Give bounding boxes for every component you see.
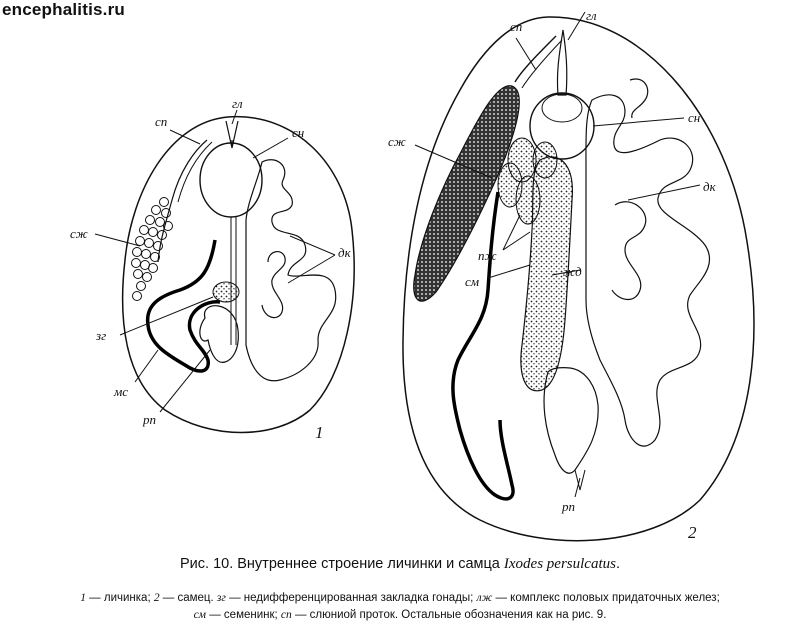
larva-rectal-sac [199,305,239,363]
caption-prefix: Рис. 10. Внутреннее строение личинки и с… [179,556,504,572]
male-rectal-sac [543,367,599,474]
tick-anatomy-figure: сп гл сн сж дк зг мс рп 1 [70,8,755,542]
legend-line-1: 1 — личинка; 2 — самец. зг — недифференц… [0,590,800,607]
larva-midgut [245,159,337,382]
legend-abbr-lzh: лж [476,592,493,604]
male-testis [520,156,573,392]
label-male-zhd: жд [563,264,582,279]
larva-thick-tube [145,239,221,373]
label-larva-szh: сж [70,226,88,241]
label-male-rp: рп [561,499,575,514]
legend-text: — комплекс половых придаточных желез; [492,592,720,604]
label-male-sp: сп [510,19,522,34]
legend-text: — личинка; [85,592,154,604]
caption-species: Ixodes persulcatus [503,556,616,572]
label-larva-dk: дк [338,245,352,260]
male-pharynx [556,29,568,96]
legend-num-1: 1 [80,592,86,604]
male-drawing [402,11,755,542]
label-male-szh: сж [388,134,406,149]
legend-line-2: см — семенинк; сп — слюниой проток. Оста… [0,607,800,624]
label-larva-ms: мс [113,384,128,399]
caption-suffix: . [615,556,620,572]
larva-gonad [212,281,240,303]
larva-salivary-gland [131,197,173,301]
label-male-gl: гл [586,8,597,23]
larva-drawing [94,109,355,434]
label-male-pzh: пж [478,248,497,263]
label-male-sm: см [465,274,479,289]
male-body-outline [402,16,755,542]
male-salivary-gland [413,85,520,302]
legend-text: — недифференцированная закладка гонады; [225,592,477,604]
larva-pharynx [225,120,239,149]
site-watermark: encephalitis.ru [2,0,125,19]
legend-abbr-sm: см [193,609,207,621]
label-larva-sn: сн [292,125,304,140]
label-larva-zg: зг [95,328,106,343]
panel-number-2: 2 [688,523,697,542]
male-midgut-upper [585,94,711,447]
label-larva-sp: сп [155,114,167,129]
male-salivary-duct [514,35,557,83]
label-male-sn: сн [688,110,700,125]
label-larva-gl: гл [232,96,243,111]
larva-synganglion [199,142,263,218]
label-larva-rp: рп [142,412,156,427]
legend-text: — самец. [159,592,217,604]
legend-abbr-zg: зг [216,592,226,604]
male-thick-tube [451,191,515,501]
legend-text: — семенинк; [206,609,281,621]
legend-abbr-sp: сп [280,609,292,621]
figure-caption: Рис. 10. Внутреннее строение личинки и с… [0,556,800,573]
legend-num-2: 2 [153,592,160,604]
label-male-dk: дк [703,179,717,194]
larva-salivary-duct [157,139,208,263]
legend-text: — слюниой проток. Остальные обозначения … [291,609,607,621]
panel-number-1: 1 [315,423,324,442]
larva-body-outline [121,116,355,434]
figure-legend: 1 — личинка; 2 — самец. зг — недифференц… [0,590,800,624]
